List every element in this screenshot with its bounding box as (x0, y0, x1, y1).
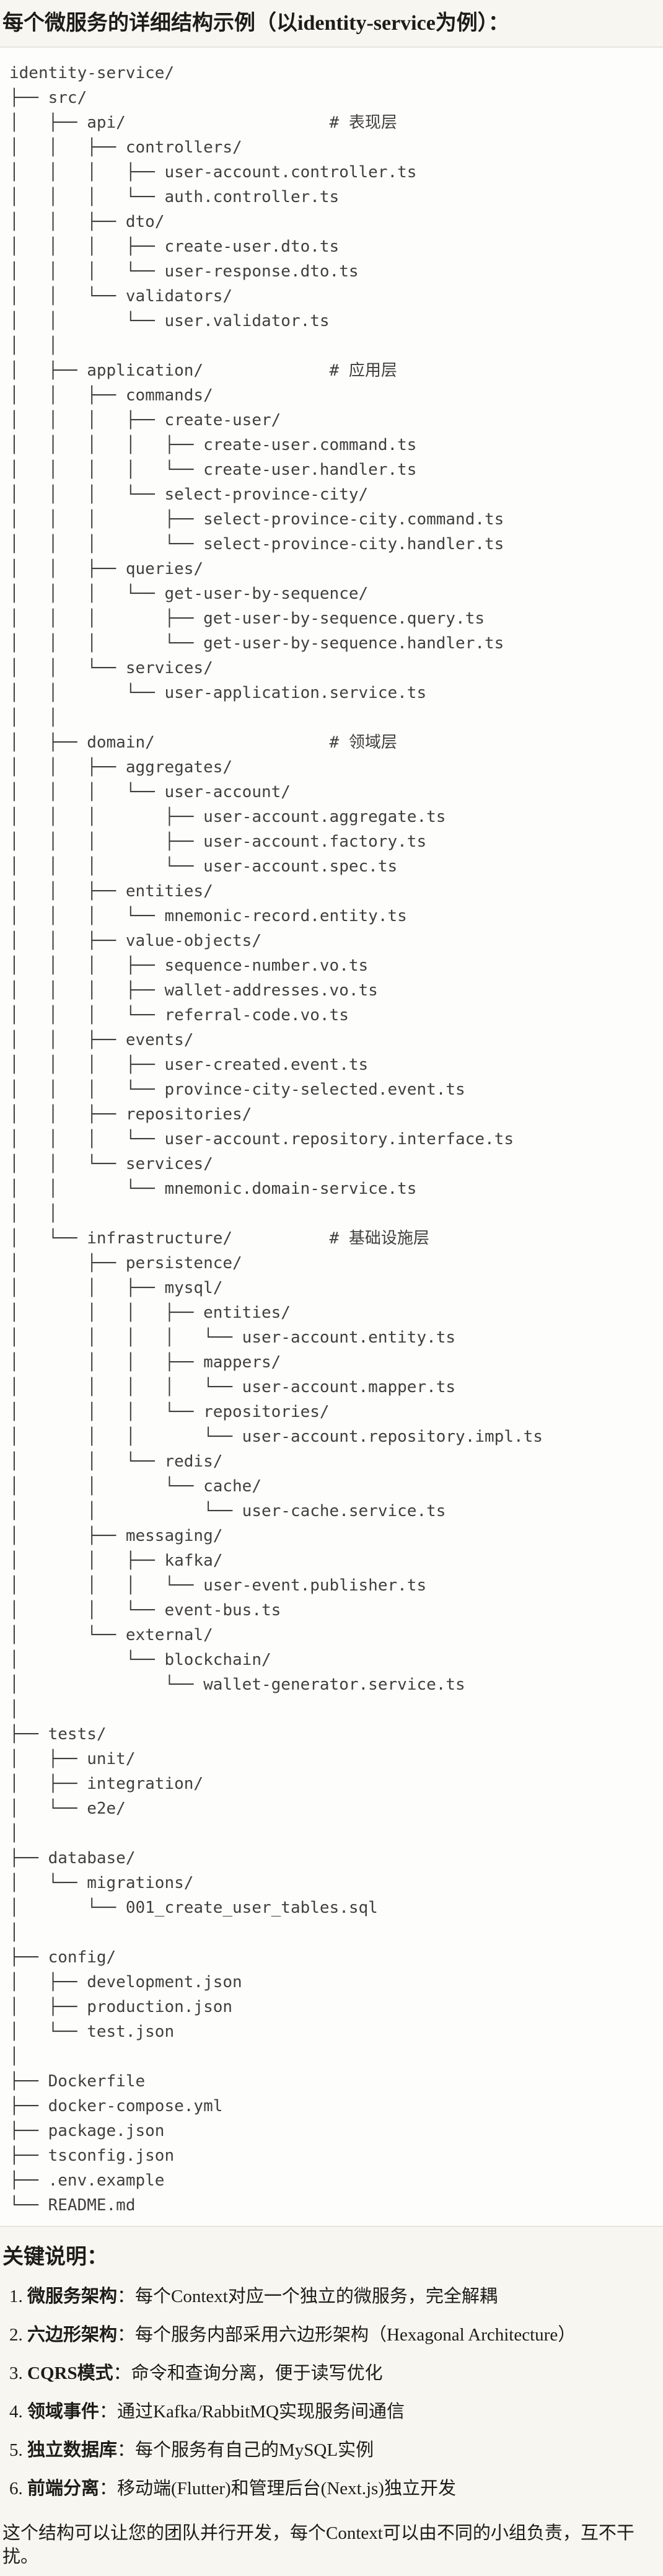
note-item: 微服务架构：每个Context对应一个独立的微服务，完全解耦 (27, 2286, 661, 2308)
page-title: 每个微服务的详细结构示例（以identity-service为例）： (2, 12, 509, 35)
note-item-label: 领域事件 (27, 2402, 100, 2422)
note-item-text: ：通过Kafka/RabbitMQ实现服务间通信 (99, 2402, 405, 2422)
note-item: 独立数据库：每个服务有自己的MySQL实例 (27, 2440, 661, 2461)
note-item-text: ：每个服务内部采用六边形架构（Hexagonal Architecture） (117, 2325, 576, 2345)
note-item-text: ：移动端(Flutter)和管理后台(Next.js)独立开发 (99, 2479, 456, 2499)
note-item-text: ：命令和查询分离，便于读写优化 (113, 2363, 383, 2383)
directory-tree: identity-service/ ├── src/ │ ├── api/ # … (9, 64, 543, 2215)
note-item: 前端分离：移动端(Flutter)和管理后台(Next.js)独立开发 (27, 2478, 661, 2500)
notes-heading: 关键说明： (2, 2246, 108, 2269)
note-item: CQRS模式：命令和查询分离，便于读写优化 (27, 2363, 661, 2384)
code-block: identity-service/ ├── src/ │ ├── api/ # … (0, 46, 663, 2227)
note-item-text: ：每个Context对应一个独立的微服务，完全解耦 (117, 2287, 498, 2306)
notes-section: 关键说明： 微服务架构：每个Context对应一个独立的微服务，完全解耦 六边形… (0, 2244, 663, 2576)
note-item-label: 微服务架构 (27, 2287, 118, 2306)
note-item-label: 前端分离 (27, 2479, 100, 2499)
notes-footer: 这个结构可以让您的团队并行开发，每个Context可以由不同的小组负责，互不干扰… (2, 2523, 634, 2567)
note-item: 领域事件：通过Kafka/RabbitMQ实现服务间通信 (27, 2401, 661, 2423)
note-item-label: 独立数据库 (27, 2440, 118, 2460)
note-item: 六边形架构：每个服务内部采用六边形架构（Hexagonal Architectu… (27, 2324, 661, 2346)
note-item-label: 六边形架构 (27, 2325, 118, 2345)
note-item-text: ：每个服务有自己的MySQL实例 (117, 2440, 374, 2460)
note-item-label: CQRS模式 (27, 2363, 113, 2383)
notes-list: 微服务架构：每个Context对应一个独立的微服务，完全解耦 六边形架构：每个服… (2, 2286, 661, 2500)
